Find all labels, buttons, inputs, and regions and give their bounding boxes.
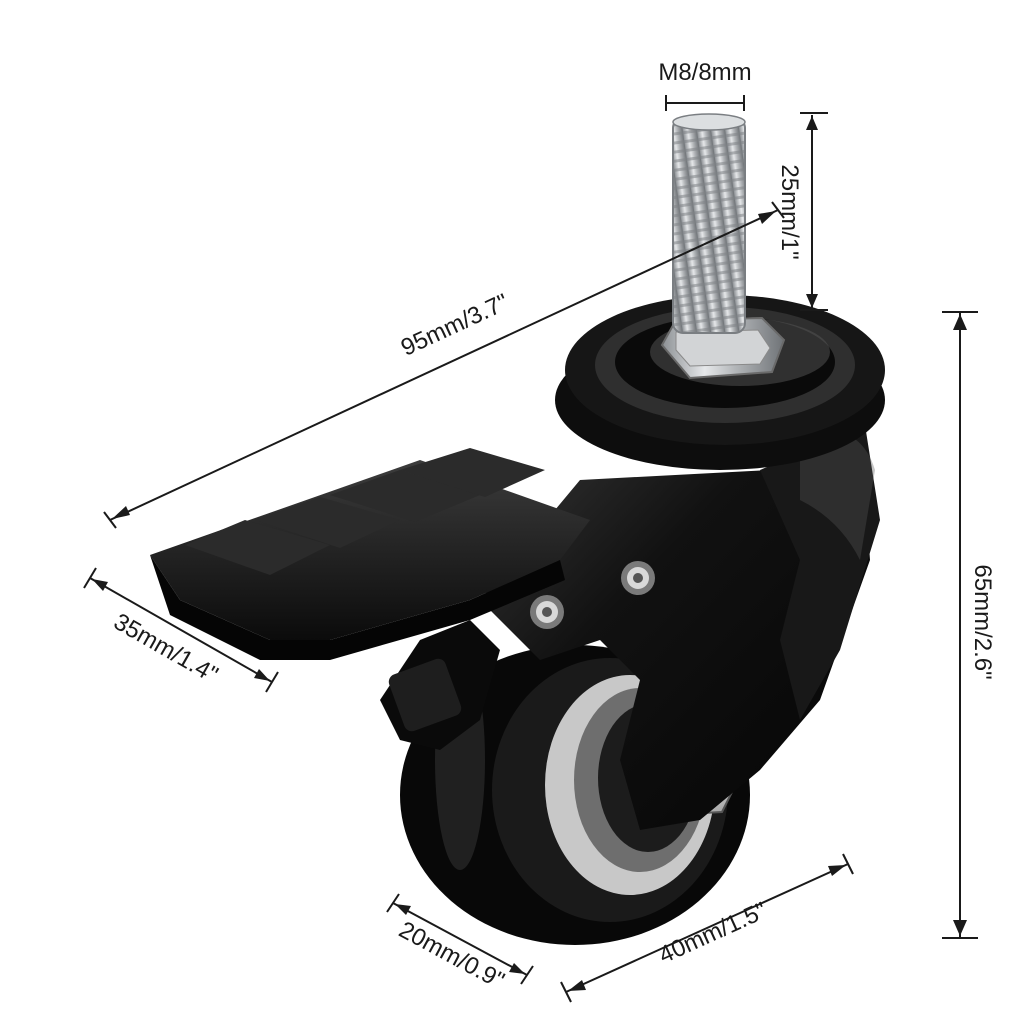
caster-illustration — [150, 113, 885, 945]
hex-nut — [660, 316, 786, 380]
threaded-stem — [672, 113, 746, 334]
dimension-stem-length: 25mm/1" — [776, 112, 828, 311]
dimension-overall-height: 65mm/2.6" — [942, 311, 996, 939]
thread-size-label: M8/8mm — [658, 59, 751, 86]
brake-lever — [380, 620, 500, 750]
overall-length-label: 95mm/3.7" — [397, 289, 513, 362]
dimension-thread-size: M8/8mm — [658, 59, 752, 111]
rivet — [621, 561, 655, 595]
brake-pedal — [150, 448, 590, 660]
rivet — [530, 595, 564, 629]
overall-height-label: 65mm/2.6" — [969, 564, 996, 679]
